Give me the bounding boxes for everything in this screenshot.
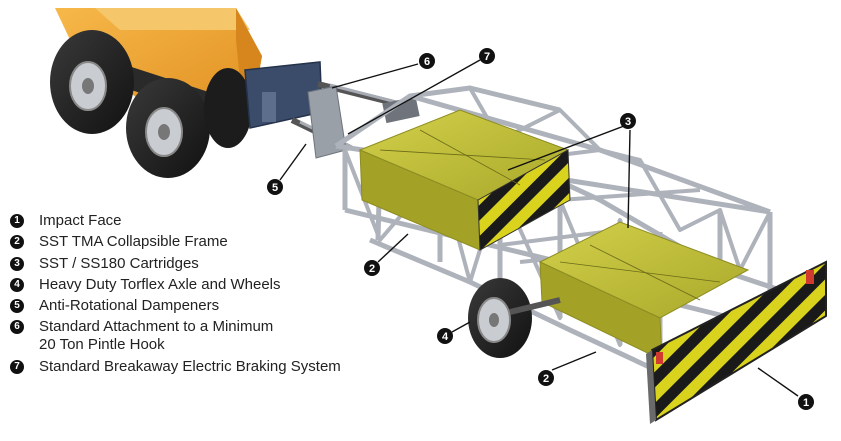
cartridge-front [358, 109, 571, 251]
frame-bracing-far [468, 87, 772, 272]
tail-light-left [656, 352, 663, 364]
tail-light-right [806, 270, 814, 284]
legend-number-badge: 2 [10, 235, 24, 250]
impact-face [646, 260, 827, 424]
legend-item-4: 4 Heavy Duty Torflex Axle and Wheels [10, 276, 390, 294]
legend-number-badge: 1 [10, 214, 24, 228]
leader-1 [757, 367, 799, 397]
callout-6-number: 6 [424, 56, 430, 68]
callout-2b: 2 [538, 370, 554, 386]
leader-3b [627, 129, 631, 229]
legend-number-badge: 6 [10, 320, 24, 335]
truck-bed-top [95, 8, 250, 30]
torflex-axle [509, 297, 561, 315]
callout-7: 7 [479, 48, 495, 64]
component-legend: 1 Impact Face 2 SST TMA Collapsible Fram… [10, 212, 390, 379]
legend-number-badge: 5 [10, 299, 24, 314]
hitch-bracket [262, 92, 276, 122]
cartridge-rear [538, 221, 750, 361]
legend-label: SST TMA Collapsible Frame [39, 233, 228, 251]
legend-label: SST / SS180 Cartridges [39, 254, 199, 272]
callout-4: 4 [437, 328, 453, 344]
callout-3-number: 3 [625, 116, 631, 128]
legend-number-badge: 4 [10, 277, 24, 292]
cartridge-front-end [477, 149, 571, 251]
callout-1-number: 1 [803, 397, 809, 409]
brake-box [382, 96, 420, 124]
leader-2b [551, 351, 597, 371]
legend-number-badge: 7 [10, 359, 24, 374]
callout-1: 1 [798, 394, 814, 410]
callout-7-number: 7 [484, 51, 490, 63]
legend-item-6: 6 Standard Attachment to a Minimum 20 To… [10, 318, 390, 354]
legend-label: Standard Breakaway Electric Braking Syst… [39, 357, 341, 375]
legend-label: Anti-Rotational Dampeners [39, 297, 220, 315]
legend-item-1: 1 Impact Face [10, 212, 390, 230]
dump-truck [50, 8, 323, 178]
leader-6 [331, 63, 419, 89]
truck-tire-rear-inner [204, 68, 252, 148]
legend-item-2: 2 SST TMA Collapsible Frame [10, 233, 390, 251]
axle-wheel [468, 278, 561, 358]
legend-item-5: 5 Anti-Rotational Dampeners [10, 297, 390, 315]
callout-4-number: 4 [442, 331, 449, 343]
legend-item-7: 7 Standard Breakaway Electric Braking Sy… [10, 358, 390, 376]
truck-hub-rear [158, 124, 170, 140]
tongue-assembly [290, 81, 420, 159]
trailer-hub [489, 313, 499, 327]
legend-label: Standard Attachment to a Minimum 20 Ton … [39, 318, 274, 354]
callout-3: 3 [620, 113, 636, 129]
impact-face-edge [646, 350, 656, 424]
damper-upper-rod [329, 83, 401, 105]
leader-lines [279, 59, 799, 397]
legend-item-3: 3 SST / SS180 Cartridges [10, 255, 390, 273]
callout-2a-number: 2 [369, 263, 375, 275]
legend-label: Impact Face [39, 212, 122, 229]
leader-2a [377, 233, 409, 263]
callout-5: 5 [267, 179, 283, 195]
callout-5-number: 5 [272, 182, 278, 194]
leader-4 [451, 321, 471, 333]
truck-hub-front [82, 78, 94, 94]
impact-face-panel [650, 260, 827, 422]
callout-2b-number: 2 [543, 373, 549, 385]
legend-label: Heavy Duty Torflex Axle and Wheels [39, 275, 281, 293]
callout-2a: 2 [364, 260, 380, 276]
leader-5 [279, 143, 307, 181]
leader-3a [507, 125, 625, 171]
leader-7 [347, 59, 481, 135]
frame-top-rail-front [334, 85, 561, 149]
callout-6: 6 [419, 53, 435, 69]
legend-number-badge: 3 [10, 256, 24, 271]
